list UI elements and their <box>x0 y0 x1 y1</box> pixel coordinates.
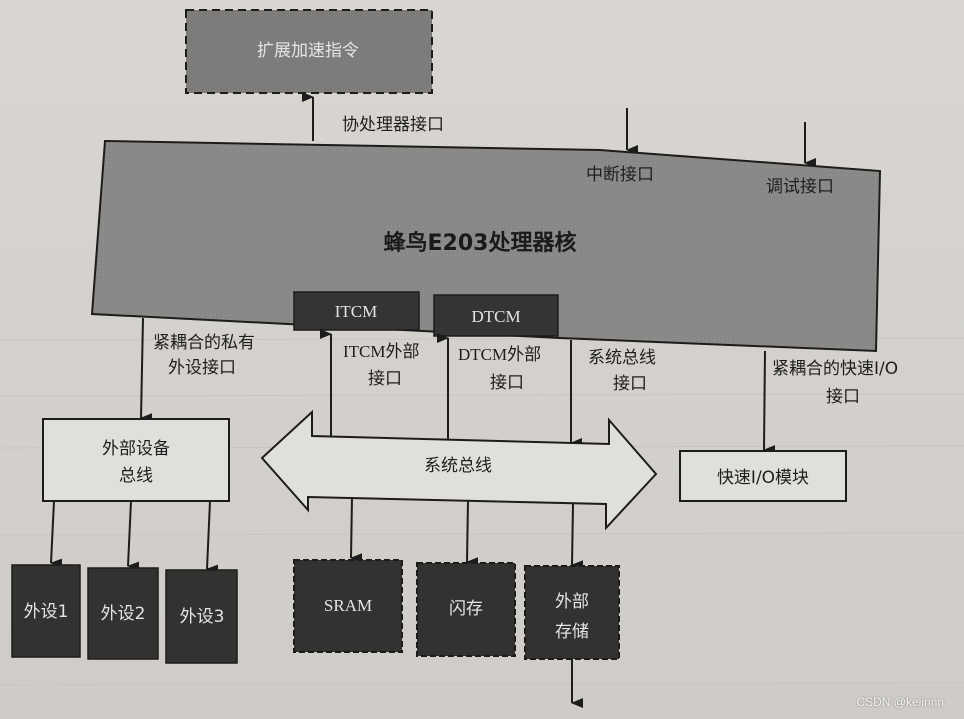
private-periph-arrow <box>140 317 153 424</box>
ext-accel-instruction-block: 扩展加速指令 <box>185 9 433 94</box>
core-title: 蜂鸟E203处理器核 <box>384 230 577 256</box>
private-periph-label-2: 外设接口 <box>168 358 236 378</box>
periph3-arrow <box>206 500 219 575</box>
peripheral-2-label: 外设2 <box>101 604 146 624</box>
interrupt-interface-label: 中断接口 <box>586 165 654 185</box>
watermark: CSDN @kelinnn <box>856 695 944 709</box>
ext-device-bus-label-1: 外部设备 <box>102 439 170 459</box>
dtcm-block: DTCM <box>433 294 559 337</box>
itcm-label: ITCM <box>335 302 378 321</box>
fast-io-interface-label-1: 紧耦合的快速I/O <box>772 359 898 379</box>
coprocessor-interface-label: 协处理器接口 <box>342 115 444 135</box>
peripheral-3-label: 外设3 <box>180 607 225 627</box>
sram-arrow <box>350 496 363 564</box>
sram-block: SRAM <box>293 559 403 653</box>
ext-storage-label-2: 存储 <box>555 622 589 642</box>
peripheral-block-1: 外设1 <box>11 564 81 658</box>
itcm-ext-label-2: 接口 <box>368 369 402 389</box>
sysbus-interface-label-2: 接口 <box>613 374 647 394</box>
itcm-block: ITCM <box>293 291 420 331</box>
private-periph-label-1: 紧耦合的私有 <box>153 333 255 353</box>
dtcm-ext-label-2: 接口 <box>490 373 524 393</box>
sysbus-interface-label-1: 系统总线 <box>588 348 656 368</box>
system-bus-arrow: 系统总线 <box>260 409 658 531</box>
ext-accel-label: 扩展加速指令 <box>257 41 359 61</box>
fast-io-arrow <box>763 350 776 456</box>
ext-device-bus-label-2: 总线 <box>119 466 153 486</box>
ext-device-bus-box: 外部设备 总线 <box>42 418 230 502</box>
peripheral-block-3: 外设3 <box>165 569 238 664</box>
flash-block: 闪存 <box>416 562 516 657</box>
sram-label: SRAM <box>324 596 372 615</box>
debug-interface-label: 调试接口 <box>766 177 834 197</box>
flash-label: 闪存 <box>449 599 483 619</box>
dtcm-label: DTCM <box>471 307 520 326</box>
flash-arrow <box>466 499 479 568</box>
peripheral-1-label: 外设1 <box>24 602 69 622</box>
fast-io-interface-label-2: 接口 <box>826 387 860 407</box>
ext-storage-arrow <box>571 503 584 571</box>
periph2-arrow <box>127 500 140 572</box>
fast-io-module-label: 快速I/O模块 <box>717 468 809 488</box>
peripheral-block-2: 外设2 <box>87 567 159 660</box>
periph1-arrow <box>50 500 63 569</box>
processor-core-block: 中断接口 调试接口 蜂鸟E203处理器核 <box>90 139 882 353</box>
ext-storage-block: 外部 存储 <box>524 565 620 660</box>
ext-storage-label-1: 外部 <box>555 592 589 612</box>
dtcm-ext-label-1: DTCM外部 <box>458 345 541 364</box>
system-bus-label: 系统总线 <box>424 456 492 476</box>
itcm-ext-label-1: ITCM外部 <box>343 342 420 361</box>
fast-io-module-box: 快速I/O模块 <box>679 450 847 502</box>
